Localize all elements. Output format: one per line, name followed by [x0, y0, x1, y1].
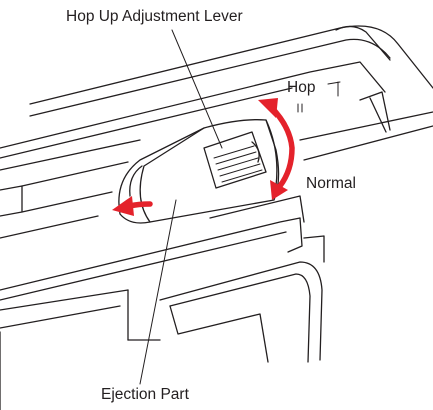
lower-frame: [0, 217, 325, 410]
ejection-part-label: Ejection Part: [101, 386, 189, 403]
leader-line-lever: [171, 29, 223, 149]
hop-label: Hop: [287, 79, 316, 96]
leader-lines: [139, 29, 223, 385]
receiver-body-outline: [0, 139, 305, 301]
hop-up-lever-label: Hop Up Adjustment Lever: [66, 8, 243, 25]
eject-arrow-icon: [112, 196, 153, 216]
rotation-arrow-icon: [258, 98, 295, 200]
ejection-window: [118, 119, 280, 224]
side-rail: [299, 91, 433, 161]
hop-up-lever: [203, 131, 267, 189]
receiver-top-outline: [0, 25, 433, 159]
leader-line-ejection: [139, 199, 177, 385]
hop-indicator-mark: [297, 81, 341, 113]
normal-label: Normal: [306, 175, 356, 192]
